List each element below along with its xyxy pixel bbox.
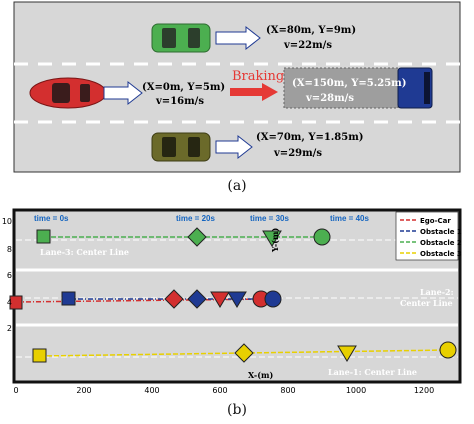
- obstacle-3-pos: (X=70m, Y=1.85m): [256, 132, 364, 143]
- trajectory-panel-b: time = 0s time = 20s time = 30s time = 4…: [2, 208, 462, 395]
- obstacle-2-speed: v=22m/s: [283, 40, 332, 51]
- ego-car-t20-marker: [164, 289, 184, 309]
- legend-ego-car: Ego-Car: [420, 217, 451, 225]
- obstacle-3-t30-marker: [337, 345, 357, 362]
- caption-b: (b): [227, 402, 247, 418]
- x-tick-0: 0: [13, 386, 18, 395]
- legend: Ego-Car Obstacle 1 Obstacle 2 Obstacle 3: [395, 211, 462, 261]
- y-tick-2: 2: [7, 324, 12, 333]
- legend-obstacle-3: Obstacle 3: [420, 250, 462, 258]
- time-label-30: time = 30s: [250, 214, 289, 223]
- ego-car: [29, 77, 107, 109]
- obstacle-2-t30-marker: [262, 230, 282, 247]
- y-tick-10: 10: [2, 217, 12, 226]
- y-tick-6: 6: [7, 271, 12, 280]
- time-label-0: time = 0s: [34, 214, 69, 223]
- x-tick-1200: 1200: [414, 386, 434, 395]
- obstacle-1-truck: [283, 67, 433, 109]
- ego-car-t0-marker: [9, 295, 23, 310]
- legend-obstacle-1: Obstacle 1: [420, 228, 462, 236]
- obstacle-3-t0-marker: [32, 348, 47, 363]
- obstacle-1-t30-marker: [227, 291, 247, 308]
- x-axis-label: X-(m): [248, 370, 273, 380]
- lane2-label-2: Center Line: [400, 298, 453, 308]
- lane3-label: Lane-3: Center Line: [40, 247, 129, 257]
- obstacle-3-t40-marker: [439, 341, 457, 359]
- x-tick-400: 400: [144, 386, 159, 395]
- obstacle-1-pos: (X=150m, Y=5.25m): [292, 78, 406, 89]
- obstacle-1-speed: v=28m/s: [305, 93, 354, 104]
- obstacle-1-t40-marker: [264, 290, 282, 308]
- y-axis-label: Y-(m): [270, 228, 280, 253]
- obstacle-3-speed: v=29m/s: [273, 148, 322, 159]
- x-tick-200: 200: [76, 386, 91, 395]
- braking-label: Braking: [232, 69, 284, 84]
- ego-car-pos: (X=0m, Y=5m): [142, 82, 225, 93]
- obstacle-1-t20-marker: [187, 289, 207, 309]
- legend-obstacle-2: Obstacle 2: [420, 239, 462, 247]
- braking-arrow: [230, 83, 278, 101]
- obstacle-3-t20-marker: [234, 343, 254, 363]
- time-label-20: time = 20s: [176, 214, 215, 223]
- lane1-label: Lane-1: Center Line: [328, 367, 417, 377]
- obstacle-2-pos: (X=80m, Y=9m): [266, 25, 356, 36]
- x-tick-1000: 1000: [346, 386, 366, 395]
- caption-a: (a): [227, 178, 247, 194]
- lane2-label-1: Lane-2:: [420, 287, 454, 297]
- arrow-obstacle-3: [215, 134, 253, 160]
- ego-car-speed: v=16m/s: [155, 96, 204, 107]
- scenario-panel-a: (X=80m, Y=9m) v=22m/s (X=0m, Y=5m) v=16m…: [13, 1, 461, 173]
- obstacle-3-car: [151, 132, 211, 162]
- arrow-obstacle-2: [215, 25, 261, 51]
- x-tick-800: 800: [280, 386, 295, 395]
- obstacle-2-car: [151, 23, 211, 53]
- x-tick-600: 600: [212, 386, 227, 395]
- y-tick-8: 8: [7, 245, 12, 254]
- y-tick-4: 4: [7, 298, 12, 307]
- obstacle-2-t0-marker: [36, 229, 51, 244]
- obstacle-1-t0-marker: [61, 291, 76, 306]
- ego-car-t30-marker: [210, 291, 230, 308]
- obstacle-2-t20-marker: [187, 227, 207, 247]
- time-label-40: time = 40s: [330, 214, 369, 223]
- obstacle-2-t40-marker: [313, 228, 331, 246]
- arrow-ego-car: [103, 80, 143, 106]
